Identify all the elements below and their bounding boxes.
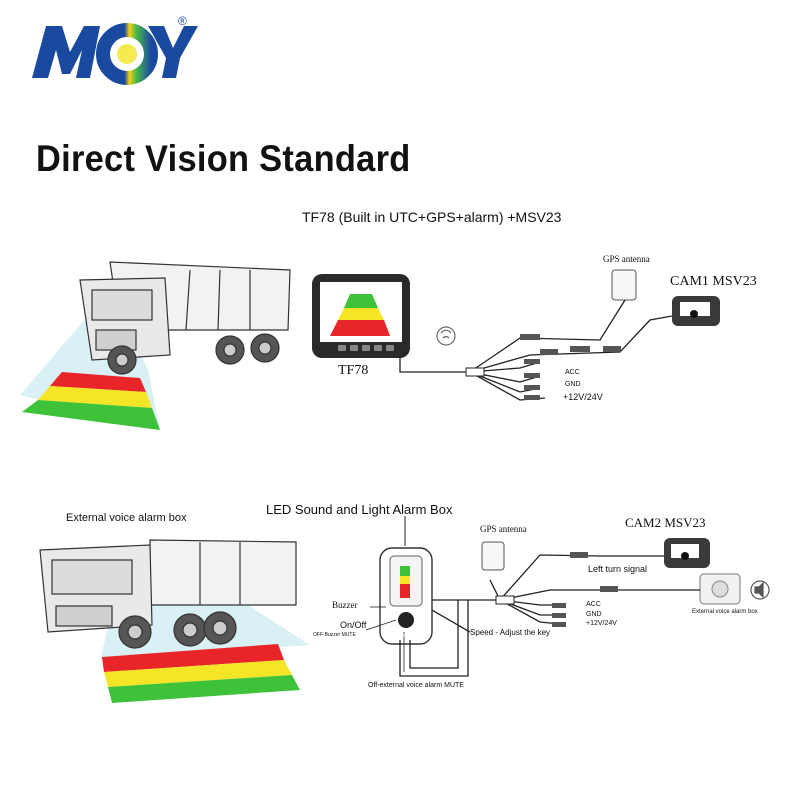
box-onoff-button: On/Off: [396, 634, 411, 640]
bottom-gnd-label: GND: [586, 611, 602, 618]
ext-box-label: External voice alarm box: [692, 609, 758, 615]
top-zone-green: [22, 400, 160, 430]
off-buzzer-label: OFF-Buzzer MUTE: [313, 632, 356, 638]
top-zone-yellow: [38, 386, 152, 408]
cam2-label: CAM2 MSV23: [625, 515, 706, 530]
cam1-camera-icon: [672, 296, 720, 326]
registered-mark: ®: [178, 14, 187, 28]
bottom-zone-green: [108, 675, 300, 703]
top-zone-red: [50, 372, 146, 392]
top-diagram: [20, 261, 720, 430]
bottom-zone-red: [102, 644, 284, 672]
page-title: Direct Vision Standard: [36, 138, 411, 179]
buzzer-label: Buzzer: [332, 600, 358, 610]
brand-logo: [32, 23, 198, 85]
bottom-diagram: [39, 516, 770, 703]
onoff-label: On/Off: [340, 620, 367, 630]
bottom-zone-yellow: [104, 660, 292, 687]
cam1-label: CAM1 MSV23: [670, 274, 757, 289]
bottom-gps-label: GPS antenna: [480, 524, 527, 534]
off-external-label: Off-external voice alarm MUTE: [368, 682, 464, 689]
top-gps-antenna-icon: [611, 269, 637, 301]
external-alarm-box-icon: [699, 573, 741, 605]
alarm-box-title: LED Sound and Light Alarm Box: [266, 502, 453, 517]
bottom-power-label: +12V/24V: [586, 620, 617, 627]
top-gnd-label: GND: [565, 381, 581, 388]
bottom-acc-label: ACC: [586, 601, 601, 608]
top-power-label: +12V/24V: [563, 392, 603, 402]
top-subtitle: TF78 (Built in UTC+GPS+alarm) +MSV23: [302, 209, 562, 225]
tf78-monitor: [312, 274, 410, 358]
speed-label: Speed - Adjust the key: [470, 628, 551, 637]
cam2-camera-icon: [664, 538, 710, 568]
wireless-icon: [436, 326, 456, 346]
bottom-hub: [495, 595, 515, 605]
top-gps-label: GPS antenna: [603, 254, 650, 264]
external-alarm-label: External voice alarm box: [66, 512, 187, 524]
led-alarm-box: [379, 547, 433, 645]
left-turn-label: Left turn signal: [588, 564, 648, 574]
top-truck: [79, 261, 291, 375]
speaker-icon: [750, 580, 770, 600]
monitor-label: TF78: [338, 363, 369, 378]
bottom-gps-antenna-icon: [481, 541, 505, 571]
top-hub: [465, 367, 485, 377]
bottom-truck: [39, 539, 297, 649]
top-acc-label: ACC: [565, 369, 580, 376]
